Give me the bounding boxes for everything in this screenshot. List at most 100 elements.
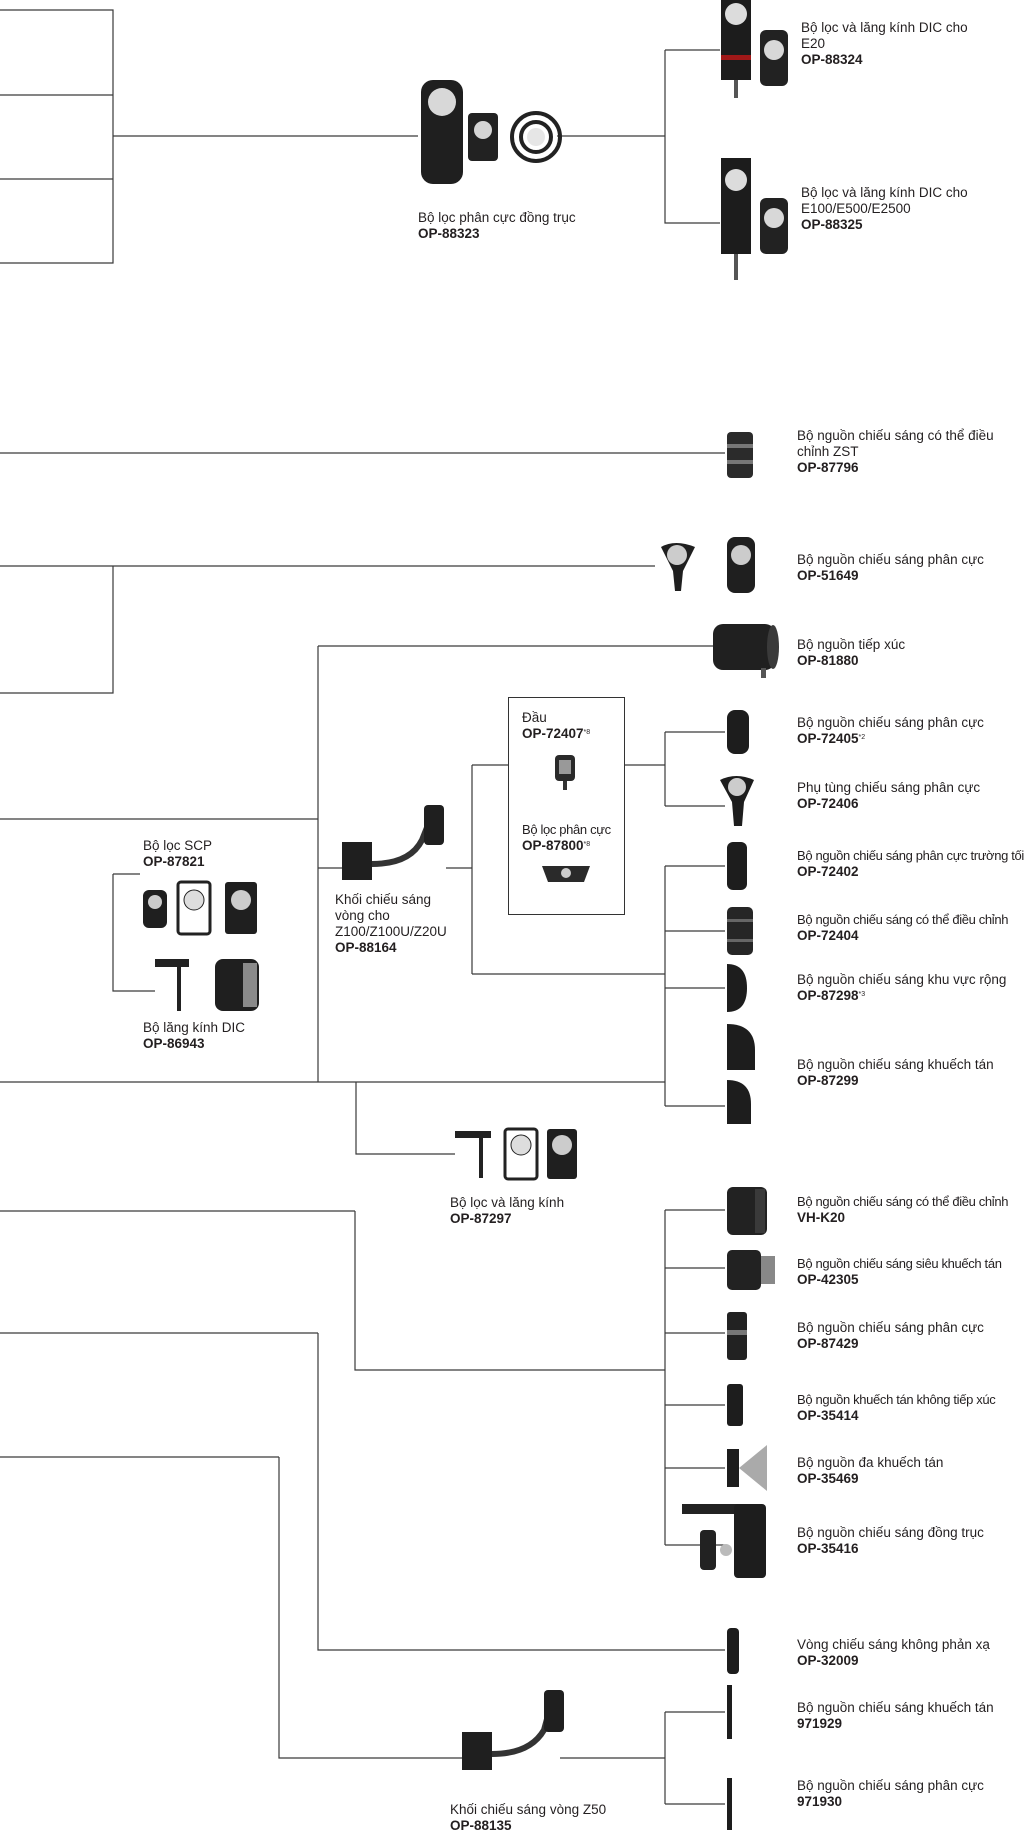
name: Bộ nguồn chiếu sáng khu vực rộng [797,972,1007,987]
name: Khối chiếu sáng vòng Z50 [450,1802,607,1817]
filter-prism-image [455,1125,580,1188]
wide-area-image [725,962,751,1019]
label-multi-diffuse: Bộ nguồn đa khuếch tán OP-35469 [797,1455,943,1487]
label-polar-filter-87800: Bộ lọc phân cực OP-87800*8 [522,822,611,854]
adjustable-72404-image [725,905,755,962]
label-wide-area: Bộ nguồn chiếu sáng khu vực rộng OP-8729… [797,972,1006,1004]
name-line2: chỉnh ZST [797,444,859,459]
code: OP-88135 [450,1818,512,1833]
name: Bộ lọc SCP [143,838,213,853]
code: OP-72406 [797,796,859,811]
label-zst: Bộ nguồn chiếu sáng có thể điều chỉnh ZS… [797,428,994,476]
code: OP-51649 [797,568,859,583]
label-ultra-diffuse: Bộ nguồn chiếu sáng siêu khuếch tán OP-4… [797,1256,1002,1288]
ring-z50-image [460,1684,570,1784]
dark-field-image [725,840,751,897]
code: OP-72405*2 [797,731,866,746]
ultra-diffuse-image [725,1248,777,1297]
name: Bộ lọc và lăng kính DIC cho [801,185,968,200]
code: OP-81880 [797,653,859,668]
label-polar-87429: Bộ nguồn chiếu sáng phân cực OP-87429 [797,1320,984,1352]
name: Bộ nguồn chiếu sáng phân cực [797,552,984,567]
label-coaxial-polar-filter: Bộ lọc phân cực đồng trục OP-88323 [418,210,576,242]
footnote: *2 [858,734,866,741]
name: Bộ nguồn chiếu sáng phân cực [797,1320,984,1335]
coaxial-polar-filter-image [418,80,563,195]
footnote: *8 [583,841,591,848]
name-line2: vòng cho [335,908,390,923]
name: Phụ tùng chiếu sáng phân cực [797,780,981,795]
code: OP-72407*8 [522,726,591,741]
label-dic-e20: Bộ lọc và lăng kính DIC cho E20 OP-88324 [801,20,968,68]
label-ring-z50: Khối chiếu sáng vòng Z50 OP-88135 [450,1802,606,1834]
polar-accessory-image [718,770,758,835]
diffuse-971929-image [725,1683,735,1746]
name: Bộ lọc và lăng kính [450,1195,565,1210]
label-polar-971930: Bộ nguồn chiếu sáng phân cực 971930 [797,1778,984,1810]
code: OP-87298*3 [797,988,866,1003]
label-polar-72405: Bộ nguồn chiếu sáng phân cực OP-72405*2 [797,715,984,747]
ring-z100-image [340,800,450,895]
name: Bộ nguồn chiếu sáng đồng trục [797,1525,984,1540]
name: Bộ nguồn đa khuếch tán [797,1455,944,1470]
code: OP-88325 [801,217,863,232]
label-nonreflect-ring: Vòng chiếu sáng không phản xạ OP-32009 [797,1637,990,1669]
dic-prism-image [155,955,265,1020]
label-contact: Bộ nguồn tiếp xúc OP-81880 [797,637,905,669]
nonreflect-ring-image [725,1626,745,1681]
footnote: *3 [858,991,866,998]
name: Bộ nguồn chiếu sáng phân cực [797,715,984,730]
code: OP-87297 [450,1211,512,1226]
code: OP-88324 [801,52,863,67]
name: Bộ lọc phân cực [522,822,611,837]
polar-971930-image [725,1776,735,1837]
code: OP-88164 [335,940,397,955]
noncontact-diffuse-image [725,1382,751,1433]
label-scp: Bộ lọc SCP OP-87821 [143,838,212,870]
polar-51649-image [655,535,760,602]
footnote: *8 [583,729,591,736]
code: OP-35416 [797,1541,859,1556]
zst-unit-image [725,430,755,485]
code: OP-72402 [797,864,859,879]
coaxial-35416-image [678,1500,772,1587]
code: OP-35414 [797,1408,859,1423]
label-diffuse-971929: Bộ nguồn chiếu sáng khuếch tán 971929 [797,1700,994,1732]
label-polar-accessory: Phụ tùng chiếu sáng phân cực OP-72406 [797,780,980,812]
code: OP-87800*8 [522,838,591,853]
diffuse-87299-image [725,1020,761,1135]
code: 971930 [797,1794,843,1809]
label-ring-z100: Khối chiếu sáng vòng cho Z100/Z100U/Z20U… [335,892,447,956]
label-diffuse-87299: Bộ nguồn chiếu sáng khuếch tán OP-87299 [797,1057,994,1089]
code: OP-32009 [797,1653,859,1668]
name: Bộ nguồn chiếu sáng phân cực trường tối [797,848,1024,863]
name: Bộ nguồn chiếu sáng có thể điều chỉnh [797,1194,1009,1209]
name: Bộ nguồn chiếu sáng có thể điều chỉnh [797,912,1009,927]
code: OP-72404 [797,928,859,943]
polar-87429-image [725,1310,755,1367]
code: OP-42305 [797,1272,859,1287]
polar-filter-87800-image [540,860,595,893]
name-line3: Z100/Z100U/Z20U [335,924,447,939]
name: Đầu [522,710,547,725]
name: Khối chiếu sáng [335,892,432,907]
label-filter-prism: Bộ lọc và lăng kính OP-87297 [450,1195,564,1227]
name: Bộ nguồn khuếch tán không tiếp xúc [797,1392,996,1407]
name: Bộ lăng kính DIC [143,1020,246,1035]
name: Bộ nguồn chiếu sáng khuếch tán [797,1700,994,1715]
name: Vòng chiếu sáng không phản xạ [797,1637,990,1652]
label-dic-prism: Bộ lăng kính DIC OP-86943 [143,1020,245,1052]
code: OP-86943 [143,1036,205,1051]
head-image [552,752,578,797]
code: VH-K20 [797,1210,846,1225]
vhk20-image [725,1185,769,1242]
name: Bộ nguồn chiếu sáng siêu khuếch tán [797,1256,1002,1271]
contact-unit-image [713,622,783,685]
scp-filter-image [140,880,260,941]
name: Bộ lọc phân cực đồng trục [418,210,576,225]
code: 971929 [797,1716,843,1731]
code: OP-35469 [797,1471,859,1486]
dic-e20-image [718,0,790,105]
label-vhk20: Bộ nguồn chiếu sáng có thể điều chỉnh VH… [797,1194,1008,1226]
